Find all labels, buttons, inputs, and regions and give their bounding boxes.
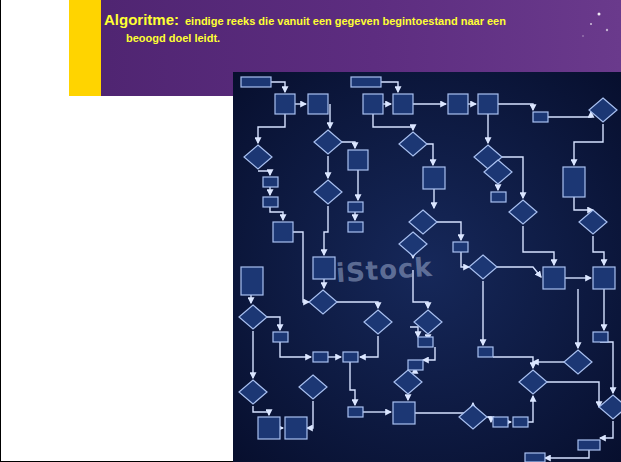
title-text: Algoritme: [104, 11, 179, 28]
sparkle [561, 4, 621, 44]
slide-heading: Algoritme:eindige reeks die vanuit een g… [104, 12, 516, 46]
accent-bar [69, 0, 101, 96]
definition-text: eindige reeks die vanuit een gegeven beg… [126, 15, 506, 44]
